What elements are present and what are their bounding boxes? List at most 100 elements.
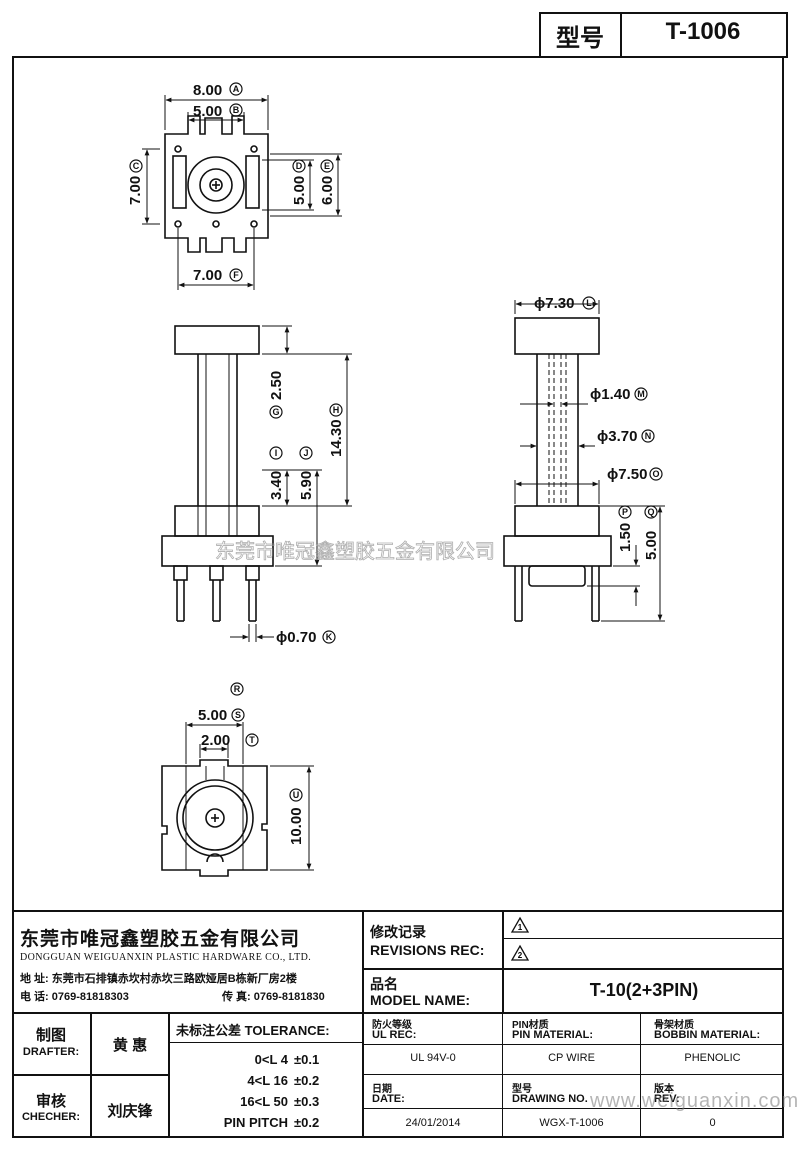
svg-text:S: S xyxy=(235,710,241,720)
tolerance-value-0: ±0.1 xyxy=(294,1052,320,1067)
revision-triangle-1: 1 xyxy=(510,916,530,933)
tb-hline-5 xyxy=(364,1044,784,1045)
dim-k-value: ϕ0.70 xyxy=(276,629,316,646)
svg-text:F: F xyxy=(233,270,239,280)
bobbin-material-value: PHENOLIC xyxy=(684,1052,741,1064)
tb-hline-6 xyxy=(364,1074,784,1075)
marker-s: S xyxy=(231,708,245,722)
drawing-no-label-en: DRAWING NO. xyxy=(512,1093,588,1105)
drafter-name: 黄 惠 xyxy=(112,1037,148,1054)
marker-o: O xyxy=(649,467,663,481)
checker-name: 刘庆锋 xyxy=(107,1103,153,1120)
svg-text:R: R xyxy=(234,684,241,694)
svg-text:1: 1 xyxy=(518,923,523,932)
ul-label-cn: 防火等级 xyxy=(372,1020,412,1031)
svg-text:M: M xyxy=(637,389,645,399)
tb-hline-7 xyxy=(364,1108,784,1109)
dim-d-value: 5.00 xyxy=(291,176,308,205)
tb-vline-2 xyxy=(502,911,504,1013)
svg-text:U: U xyxy=(293,790,300,800)
marker-i: I xyxy=(269,446,283,460)
drawing-frame xyxy=(12,56,784,1138)
tolerance-range-0: 0<L 4 xyxy=(254,1052,288,1067)
ul-label-en: UL REC: xyxy=(372,1029,417,1041)
drafter-label-en: DRAFTER: xyxy=(22,1046,80,1058)
svg-text:I: I xyxy=(275,448,278,458)
svg-text:G: G xyxy=(272,407,279,417)
company-fax: 传 真: 0769-8181830 xyxy=(222,991,325,1003)
revisions-label-cn: 修改记录 xyxy=(370,924,426,940)
title-block xyxy=(12,910,784,1140)
marker-p: P xyxy=(618,505,632,519)
header-model-value: T-1006 xyxy=(665,18,741,45)
pin-material-value: CP WIRE xyxy=(548,1052,595,1064)
pin-material-label-cn: PIN材质 xyxy=(512,1020,549,1031)
technical-drawing: 8.00 5.00 7.00 5.00 6.00 7.00 2.50 14.30… xyxy=(127,82,665,877)
date-value: 24/01/2014 xyxy=(405,1117,461,1129)
tb-hline-4 xyxy=(170,1042,362,1043)
dim-e-value: 6.00 xyxy=(319,176,336,205)
dim-m-value: ϕ1.40 xyxy=(590,386,630,403)
dim-t-value: 2.00 xyxy=(201,732,230,749)
tb-hline-3 xyxy=(12,1074,170,1076)
drawing-no-label-cn: 型号 xyxy=(512,1084,532,1095)
marker-a: A xyxy=(229,82,243,96)
marker-q: Q xyxy=(644,505,658,519)
tb-hline-1 xyxy=(362,968,784,970)
revisions-label-en: REVISIONS REC: xyxy=(370,942,485,958)
marker-n: N xyxy=(641,429,655,443)
dim-q-value: 5.00 xyxy=(643,531,660,560)
svg-text:H: H xyxy=(333,405,340,415)
tolerance-value-2: ±0.3 xyxy=(294,1094,320,1109)
tb-vline-7 xyxy=(640,1013,641,1138)
tb-hline-2 xyxy=(12,1012,784,1014)
tb-vline-6 xyxy=(502,1013,503,1138)
dim-h-value: 14.30 xyxy=(328,419,345,457)
bobbin-material-label-cn: 骨架材质 xyxy=(654,1020,694,1031)
svg-text:N: N xyxy=(645,431,652,441)
dim-l-value: ϕ7.30 xyxy=(534,295,574,312)
rev-label-en: REV: xyxy=(654,1093,680,1105)
marker-t: T xyxy=(245,733,259,747)
marker-u: U xyxy=(289,788,303,802)
dim-g-value: 2.50 xyxy=(268,371,285,400)
dim-c-value: 7.00 xyxy=(127,176,144,205)
marker-j: J xyxy=(299,446,313,460)
svg-text:B: B xyxy=(233,105,240,115)
dim-i-value: 3.40 xyxy=(268,471,285,500)
date-label-cn: 日期 xyxy=(372,1084,392,1095)
watermark-company: 东莞市唯冠鑫塑胶五金有限公司 xyxy=(215,540,495,563)
dim-s-value: 5.00 xyxy=(198,707,227,724)
tb-vline-5 xyxy=(362,1013,364,1138)
tolerance-range-2: 16<L 50 xyxy=(240,1094,288,1109)
top-view xyxy=(142,95,342,290)
marker-m: M xyxy=(634,387,648,401)
front-view xyxy=(161,325,352,642)
rev-value: 0 xyxy=(709,1117,716,1129)
ul-value: UL 94V-0 xyxy=(410,1052,456,1064)
svg-text:2: 2 xyxy=(518,951,523,960)
company-address: 地 址: 东莞市石排镇赤坎村赤坎三路欧娅居B栋新厂房2楼 xyxy=(20,973,297,985)
rev-label-cn: 版本 xyxy=(654,1084,674,1095)
svg-text:C: C xyxy=(133,161,140,171)
company-name-cn: 东莞市唯冠鑫塑胶五金有限公司 xyxy=(20,929,301,950)
bobbin-material-label-en: BOBBIN MATERIAL: xyxy=(654,1029,761,1041)
drafter-label-cn: 制图 xyxy=(35,1027,66,1044)
dim-o-value: ϕ7.50 xyxy=(607,466,647,483)
tb-hline-rev xyxy=(504,938,784,939)
company-phone: 电 话: 0769-81818303 xyxy=(20,991,129,1003)
svg-text:A: A xyxy=(233,84,240,94)
pin-material-label-en: PIN MATERIAL: xyxy=(512,1029,594,1041)
svg-text:L: L xyxy=(586,298,592,308)
svg-text:J: J xyxy=(303,448,308,458)
marker-f: F xyxy=(229,268,243,282)
svg-text:T: T xyxy=(249,735,255,745)
tolerance-value-1: ±0.2 xyxy=(294,1073,320,1088)
header-divider xyxy=(620,12,622,58)
marker-e: E xyxy=(320,159,334,173)
svg-text:Q: Q xyxy=(647,507,654,517)
marker-b: B xyxy=(229,103,243,117)
dim-j-value: 5.90 xyxy=(298,471,315,500)
marker-g: G xyxy=(269,405,283,419)
drawing-no-value: WGX-T-1006 xyxy=(539,1117,604,1129)
